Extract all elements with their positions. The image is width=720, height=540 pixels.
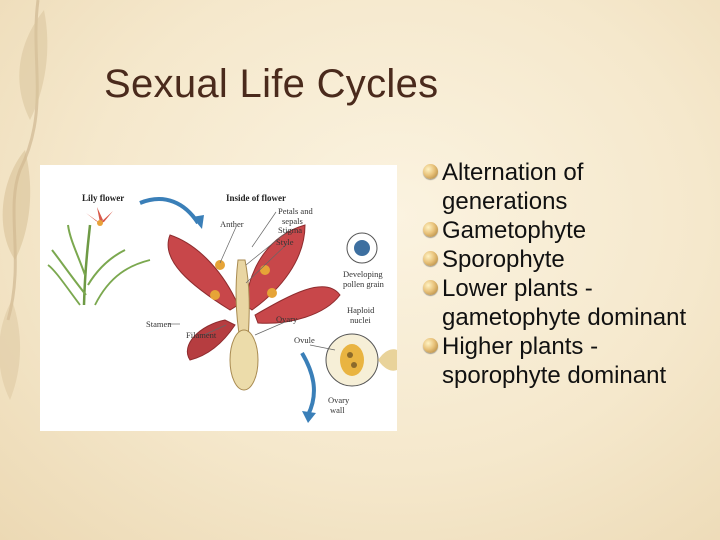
svg-text:Ovary: Ovary — [328, 395, 350, 405]
bullet-list: Alternation of generations Gametophyte S… — [420, 158, 705, 390]
svg-text:pollen grain: pollen grain — [343, 279, 385, 289]
svg-text:wall: wall — [330, 405, 345, 415]
svg-text:Haploid: Haploid — [347, 305, 375, 315]
bullet-item: Gametophyte — [420, 216, 705, 245]
svg-text:Inside of flower: Inside of flower — [226, 193, 286, 203]
bullet-icon — [423, 280, 438, 295]
bullet-item: Higher plants - sporophyte dominant — [420, 332, 705, 390]
bullet-icon — [423, 251, 438, 266]
slide-title: Sexual Life Cycles — [104, 62, 439, 106]
bullet-item: Lower plants - gametophyte dominant — [420, 274, 705, 332]
svg-text:Ovule: Ovule — [294, 335, 315, 345]
svg-text:Style: Style — [276, 237, 294, 247]
bullet-icon — [423, 338, 438, 353]
svg-text:nuclei: nuclei — [350, 315, 371, 325]
svg-text:Developing: Developing — [343, 269, 383, 279]
lily-flower-diagram: Lily flower Inside of flower — [40, 165, 397, 431]
bullet-icon — [423, 222, 438, 237]
svg-text:Lily flower: Lily flower — [82, 193, 124, 203]
svg-text:Anther: Anther — [220, 219, 244, 229]
bullet-icon — [423, 164, 438, 179]
svg-text:sepals: sepals — [282, 216, 303, 226]
svg-text:Filament: Filament — [186, 330, 217, 340]
svg-text:Petals and: Petals and — [278, 206, 313, 216]
svg-text:Ovary: Ovary — [276, 314, 298, 324]
lily-plant-illustration — [47, 207, 151, 306]
bullet-item: Sporophyte — [420, 245, 705, 274]
leaf-decoration — [0, 0, 48, 400]
svg-text:Stigma: Stigma — [278, 225, 302, 235]
svg-text:Stamen: Stamen — [146, 319, 172, 329]
flower-cross-section — [167, 224, 341, 391]
bullet-item: Alternation of generations — [420, 158, 705, 216]
